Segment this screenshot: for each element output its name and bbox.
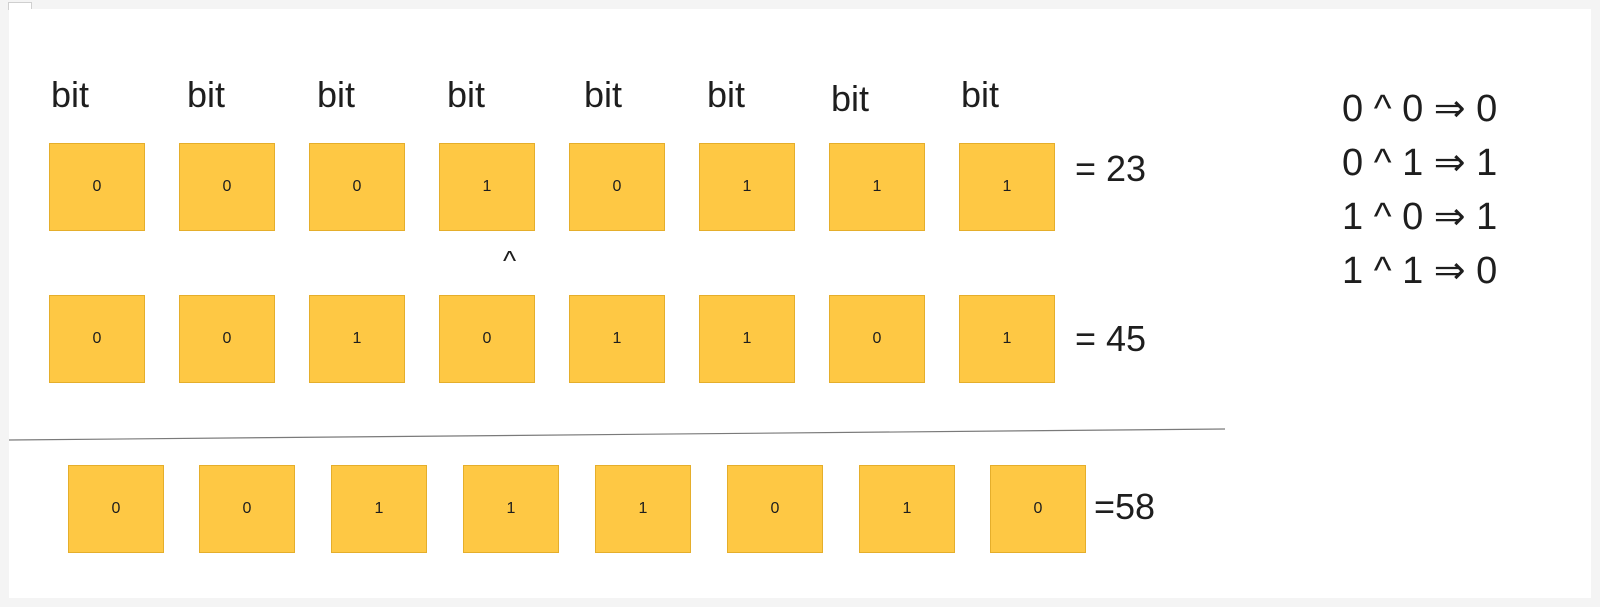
bit-label: bit <box>187 74 226 115</box>
bit-cell-c0[interactable]: 0 <box>68 465 164 553</box>
bit-cell-a4[interactable]: 0 <box>569 143 665 231</box>
bit-label: bit <box>51 74 90 115</box>
bit-cell-c1[interactable]: 0 <box>199 465 295 553</box>
sum-divider-line <box>9 428 1226 441</box>
xor-operator: ^ <box>503 245 517 276</box>
xor-rule-line: 1 ^ 0 ⇒ 1 <box>1342 196 1498 238</box>
bit-cell-a2[interactable]: 0 <box>309 143 405 231</box>
bit-cell-b4[interactable]: 1 <box>569 295 665 383</box>
bit-cell-b0[interactable]: 0 <box>49 295 145 383</box>
bit-cell-c7[interactable]: 0 <box>990 465 1086 553</box>
bit-cell-b2[interactable]: 1 <box>309 295 405 383</box>
bit-cell-a6[interactable]: 1 <box>829 143 925 231</box>
bit-cell-a0[interactable]: 0 <box>49 143 145 231</box>
xor-rule-line: 1 ^ 1 ⇒ 0 <box>1342 250 1498 292</box>
row-a-result: = 23 <box>1075 148 1147 189</box>
bit-cell-b1[interactable]: 0 <box>179 295 275 383</box>
row-b-result: = 45 <box>1075 318 1147 359</box>
bit-cell-b6[interactable]: 0 <box>829 295 925 383</box>
bit-label: bit <box>447 74 486 115</box>
bit-cell-c3[interactable]: 1 <box>463 465 559 553</box>
bit-label: bit <box>317 74 356 115</box>
bit-label: bit <box>707 74 746 115</box>
bit-cell-c6[interactable]: 1 <box>859 465 955 553</box>
bit-cell-a1[interactable]: 0 <box>179 143 275 231</box>
row-c-result: =58 <box>1094 486 1156 527</box>
bit-cell-c2[interactable]: 1 <box>331 465 427 553</box>
drawing-canvas[interactable]: bit bit bit bit bit bit bit bit 0 0 0 1 … <box>9 9 1591 598</box>
bit-cell-a3[interactable]: 1 <box>439 143 535 231</box>
bit-label: bit <box>831 78 870 119</box>
bit-cell-c4[interactable]: 1 <box>595 465 691 553</box>
bit-cell-a7[interactable]: 1 <box>959 143 1055 231</box>
bit-cell-b5[interactable]: 1 <box>699 295 795 383</box>
bit-cell-b7[interactable]: 1 <box>959 295 1055 383</box>
bit-label: bit <box>584 74 623 115</box>
xor-rule-line: 0 ^ 0 ⇒ 0 <box>1342 88 1498 130</box>
bit-cell-c5[interactable]: 0 <box>727 465 823 553</box>
bit-cell-a5[interactable]: 1 <box>699 143 795 231</box>
bit-label: bit <box>961 74 1000 115</box>
bit-cell-b3[interactable]: 0 <box>439 295 535 383</box>
xor-rule-line: 0 ^ 1 ⇒ 1 <box>1342 142 1498 184</box>
